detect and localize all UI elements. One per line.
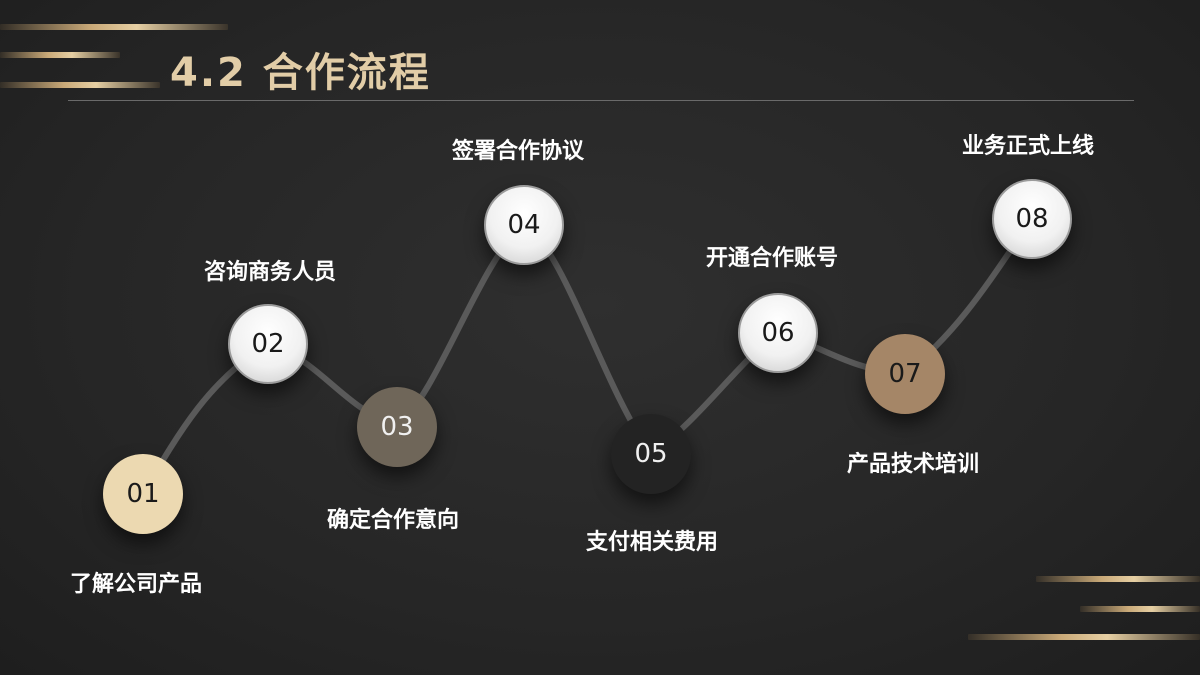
step-node-05: 05 [611, 414, 691, 494]
step-node-07: 07 [865, 334, 945, 414]
page-title: 4.2 合作流程 [170, 50, 431, 96]
step-node-01: 01 [103, 454, 183, 534]
gold-deco-line-top-3 [0, 82, 160, 88]
step-node-03: 03 [357, 387, 437, 467]
step-label-06: 开通合作账号 [705, 246, 839, 271]
step-label-01: 了解公司产品 [69, 572, 203, 597]
step-label-04: 签署合作协议 [451, 139, 585, 164]
step-number: 08 [1015, 204, 1049, 234]
gold-deco-line-top-2 [0, 52, 120, 58]
step-node-08: 08 [992, 179, 1072, 259]
gold-deco-line-bottom-3 [968, 634, 1200, 640]
step-number: 01 [126, 479, 160, 509]
step-label-03: 确定合作意向 [326, 508, 460, 533]
step-number: 05 [634, 439, 668, 469]
step-label-08: 业务正式上线 [961, 134, 1095, 159]
step-number: 03 [380, 412, 414, 442]
step-node-02: 02 [228, 304, 308, 384]
gold-deco-line-bottom-1 [1036, 576, 1200, 582]
gold-deco-line-bottom-2 [1080, 606, 1200, 612]
step-number: 02 [251, 329, 285, 359]
step-number: 04 [507, 210, 541, 240]
step-number: 07 [888, 359, 922, 389]
step-label-05: 支付相关费用 [585, 530, 719, 555]
step-node-06: 06 [738, 293, 818, 373]
step-label-07: 产品技术培训 [846, 452, 980, 477]
step-node-04: 04 [484, 185, 564, 265]
title-underline [68, 100, 1134, 101]
step-label-02: 咨询商务人员 [203, 260, 337, 285]
step-number: 06 [761, 318, 795, 348]
gold-deco-line-top-1 [0, 24, 228, 30]
